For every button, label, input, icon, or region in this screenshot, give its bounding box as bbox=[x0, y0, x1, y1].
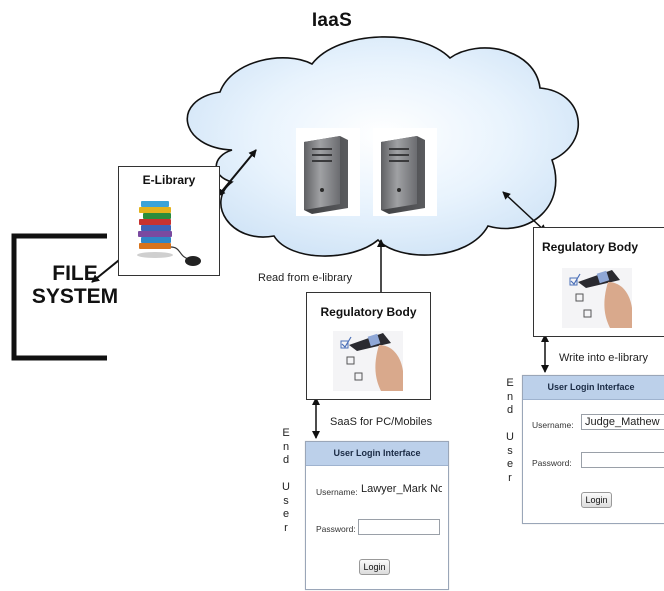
pen-checklist-icon bbox=[333, 331, 403, 391]
end-user-letter: r bbox=[508, 471, 512, 484]
end-user-letter: n bbox=[506, 390, 514, 403]
server-tower-icon bbox=[373, 128, 437, 216]
end-user-spacer bbox=[280, 468, 292, 482]
end-user-letter: e bbox=[506, 458, 514, 470]
write-caption: Write into e-library bbox=[559, 352, 649, 364]
end-user-letter: r bbox=[284, 521, 288, 534]
regulatory-body-label: Regulatory Body bbox=[320, 305, 417, 319]
password-label: Password: bbox=[532, 458, 572, 468]
end-user-letter: n bbox=[282, 440, 290, 453]
regulatory-body-label: Regulatory Body bbox=[542, 240, 639, 254]
end-user-letter: d bbox=[282, 454, 290, 466]
username-field[interactable]: Judge_Mathew bbox=[581, 414, 664, 430]
arrow-cloud-regulatory-right bbox=[502, 191, 547, 233]
read-caption: Read from e-library bbox=[258, 272, 353, 284]
username-field[interactable]: Lawyer_Mark Noll bbox=[358, 482, 442, 498]
file-system-line2: SYSTEM bbox=[31, 285, 119, 308]
end-user-label-right: E n d U s e r bbox=[504, 377, 516, 485]
login-header: User Login Interface bbox=[523, 376, 664, 400]
file-system-label: FILE SYSTEM bbox=[20, 262, 130, 308]
password-field[interactable] bbox=[358, 519, 440, 535]
end-user-letter: U bbox=[282, 481, 290, 493]
server-tower-icon bbox=[296, 128, 360, 216]
computer-mouse-icon bbox=[185, 256, 201, 266]
regulatory-body-right: Regulatory Body bbox=[533, 227, 664, 337]
end-user-spacer bbox=[504, 418, 516, 432]
end-user-letter: E bbox=[282, 427, 290, 439]
elibrary-label: E-Library bbox=[142, 173, 196, 187]
elibrary-box: E-Library bbox=[118, 166, 220, 276]
login-button[interactable]: Login bbox=[359, 559, 390, 575]
end-user-letter: d bbox=[506, 404, 514, 416]
saas-caption: SaaS for PC/Mobiles bbox=[330, 416, 433, 428]
regulatory-body-center: Regulatory Body bbox=[306, 292, 431, 400]
pen-checklist-icon bbox=[562, 268, 632, 328]
username-label: Username: bbox=[532, 420, 574, 430]
end-user-letter: s bbox=[507, 444, 513, 457]
end-user-letter: E bbox=[506, 377, 514, 389]
file-system-line1: FILE bbox=[52, 262, 98, 285]
end-user-letter: s bbox=[283, 494, 289, 507]
end-user-label-center: E n d U s e r bbox=[280, 427, 292, 535]
arrow-elibrary-cloud bbox=[217, 149, 257, 197]
username-label: Username: bbox=[316, 487, 358, 497]
login-button[interactable]: Login bbox=[581, 492, 612, 508]
end-user-letter: U bbox=[506, 431, 514, 443]
diagram-title: IaaS bbox=[311, 10, 353, 31]
login-panel-center: User Login Interface Username: Lawyer_Ma… bbox=[305, 441, 449, 590]
password-field[interactable] bbox=[581, 452, 664, 468]
password-label: Password: bbox=[316, 524, 356, 534]
login-header: User Login Interface bbox=[306, 442, 448, 466]
file-system-bracket bbox=[11, 233, 107, 361]
login-panel-right: User Login Interface Username: Judge_Mat… bbox=[522, 375, 664, 524]
end-user-letter: e bbox=[282, 508, 290, 520]
stacked-books-icon bbox=[137, 201, 201, 266]
